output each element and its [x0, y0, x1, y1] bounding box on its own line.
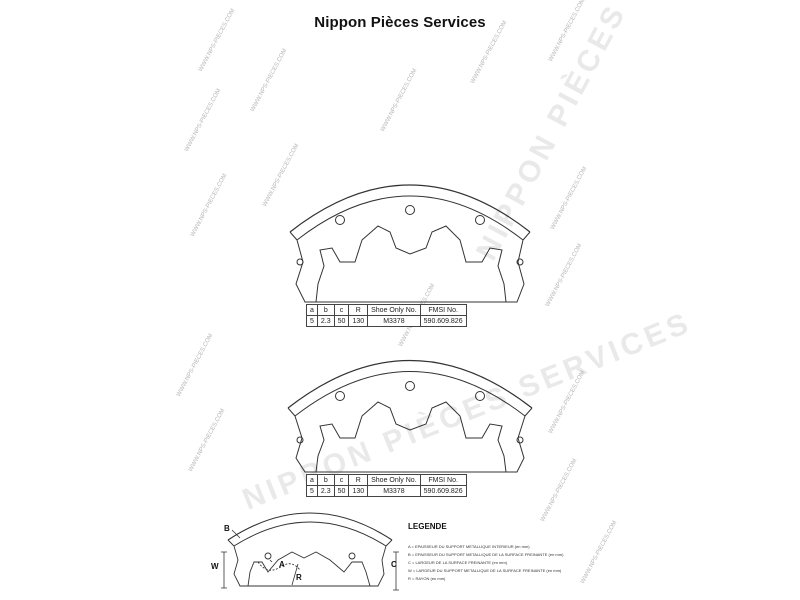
- legend-item: R = RAYON (en mm): [408, 576, 446, 581]
- legend-item: A = EPAISSEUR DU SUPPORT METALLIQUE INTE…: [408, 544, 530, 549]
- legend-brake-shoe: [227, 512, 393, 587]
- table-cell: 590.609.826: [419, 315, 467, 327]
- table-row: 5 2.3 50 130 M3378 590.609.826: [306, 315, 467, 327]
- table-header-cell: R: [348, 304, 369, 316]
- dimension-label-r: R: [296, 573, 302, 582]
- dimension-label-w: W: [211, 562, 219, 571]
- table-header-cell: a: [306, 304, 318, 316]
- table-header-cell: FMSI No.: [419, 304, 467, 316]
- table-cell: 5: [306, 485, 318, 497]
- brake-shoe-bottom: [287, 360, 533, 473]
- table-cell: 50: [333, 485, 350, 497]
- table-cell: 130: [348, 315, 369, 327]
- legend-item: W = LARGEUR DU SUPPORT METALLIQUE DE LA …: [408, 568, 562, 573]
- brake-shoe-top: [289, 184, 531, 303]
- legend-title: LEGENDE: [408, 522, 447, 531]
- table-header-cell: Shoe Only No.: [367, 474, 421, 486]
- table-cell: 2.3: [316, 315, 335, 327]
- table-header-cell: a: [306, 474, 318, 486]
- legend-item: C = LARGEUR DE LA SURFACE FREINANTE (en …: [408, 560, 508, 565]
- table-row: 5 2.3 50 130 M3378 590.609.826: [306, 485, 467, 497]
- spec-table-bottom: a b c R Shoe Only No. FMSI No. 5 2.3 50 …: [306, 474, 467, 497]
- table-cell: 5: [306, 315, 318, 327]
- table-cell: M3378: [367, 315, 421, 327]
- dimension-label-a: A: [279, 560, 285, 569]
- table-header-row: a b c R Shoe Only No. FMSI No.: [306, 304, 467, 316]
- table-header-row: a b c R Shoe Only No. FMSI No.: [306, 474, 467, 486]
- dimension-label-c: C: [391, 560, 397, 569]
- legend-item: B = EPAISSEUR DU SUPPORT METALLIQUE DE L…: [408, 552, 564, 557]
- table-header-cell: Shoe Only No.: [367, 304, 421, 316]
- legend-list: A = EPAISSEUR DU SUPPORT METALLIQUE INTE…: [408, 543, 563, 583]
- dimension-label-b: B: [224, 524, 230, 533]
- table-cell: M3378: [367, 485, 421, 497]
- table-header-cell: R: [348, 474, 369, 486]
- table-cell: 2.3: [316, 485, 335, 497]
- dimension-lines: [221, 529, 399, 591]
- document-title: Nippon Pièces Services: [314, 14, 486, 31]
- table-cell: 50: [333, 315, 350, 327]
- table-header-cell: c: [333, 474, 350, 486]
- table-cell: 130: [348, 485, 369, 497]
- table-cell: 590.609.826: [419, 485, 467, 497]
- table-header-cell: c: [333, 304, 350, 316]
- table-header-cell: b: [316, 304, 335, 316]
- table-header-cell: b: [316, 474, 335, 486]
- table-header-cell: FMSI No.: [419, 474, 467, 486]
- spec-table-top: a b c R Shoe Only No. FMSI No. 5 2.3 50 …: [306, 304, 467, 327]
